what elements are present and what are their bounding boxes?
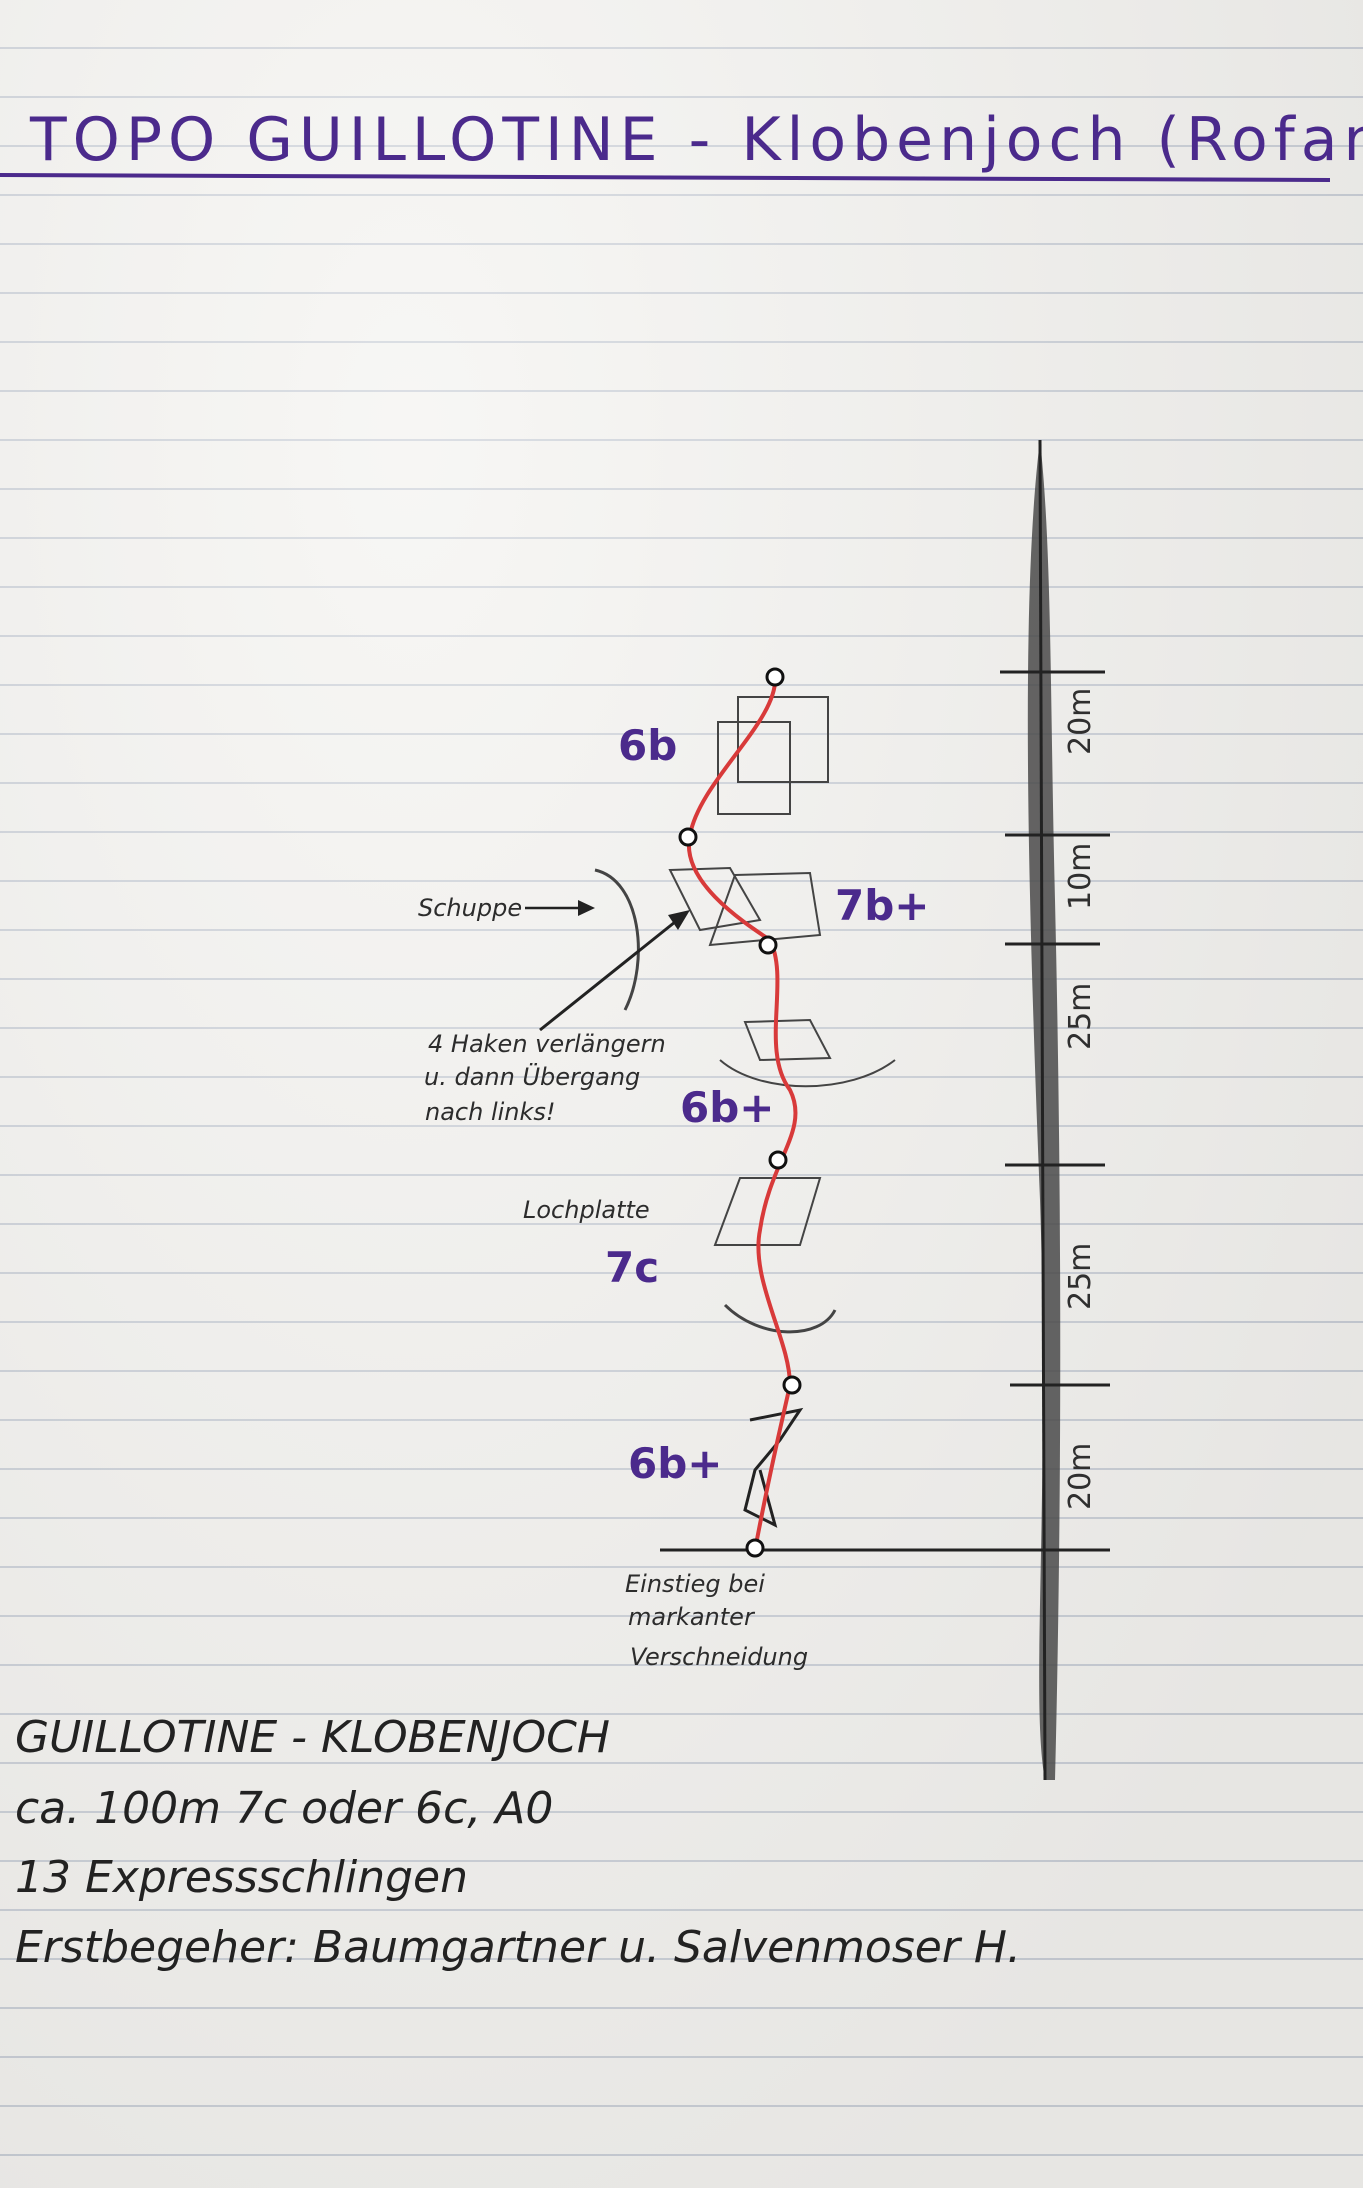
rock-features	[594, 696, 896, 1528]
wall-scale: 20m 10m 25m 25m 20m	[660, 439, 1110, 1781]
grade-pitch-3: 6b+	[680, 1083, 774, 1132]
schuppe-flake	[594, 868, 640, 1011]
belay-5	[782, 1375, 802, 1395]
note-einstieg-line3: Verschneidung	[630, 1643, 808, 1671]
scale-label-3: 25m	[1063, 1243, 1098, 1310]
overhang-1	[719, 1059, 896, 1088]
note-schuppe: Schuppe	[418, 894, 522, 922]
scale-label-1: 10m	[1063, 843, 1098, 910]
belay-1	[765, 667, 785, 687]
summary-line-1: GUILLOTINE - KLOBENJOCH	[15, 1712, 610, 1763]
grade-pitch-5: 6b+	[628, 1439, 722, 1488]
note-haken-line3: nach links!	[425, 1098, 556, 1126]
belays	[678, 667, 802, 1558]
block-2b	[708, 871, 822, 947]
note-einstieg-line2: markanter	[628, 1603, 756, 1631]
arrow-schuppe-head	[578, 900, 595, 916]
belay-3	[758, 935, 778, 955]
summary-line-2: ca. 100m 7c oder 6c, A0	[15, 1783, 553, 1834]
grade-pitch-1: 6b	[618, 721, 677, 770]
page-title: TOPO GUILLOTINE - Klobenjoch (Rofan)	[29, 105, 1363, 175]
note-haken-line1: 4 Haken verlängern	[428, 1030, 666, 1058]
note-einstieg-line1: Einstieg bei	[625, 1570, 765, 1598]
overhang-2	[723, 1303, 837, 1334]
belay-2	[678, 827, 698, 847]
arrow-haken	[539, 916, 681, 1032]
lochplatte-slab	[713, 1177, 822, 1246]
corner-feature	[743, 1407, 804, 1528]
arrow-haken-head	[668, 910, 690, 930]
scale-label-2: 25m	[1063, 983, 1098, 1050]
block-1b	[737, 696, 829, 783]
scale-label-4: 20m	[1063, 1443, 1098, 1510]
summary-line-4: Erstbegeher: Baumgartner u. Salvenmoser …	[15, 1922, 1021, 1973]
scale-label-0: 20m	[1063, 688, 1098, 755]
title-underline	[0, 173, 1331, 182]
belay-4	[768, 1150, 788, 1170]
grade-pitch-4: 7c	[605, 1243, 659, 1292]
belay-start	[745, 1538, 765, 1558]
note-lochplatte: Lochplatte	[523, 1196, 650, 1224]
note-haken-line2: u. dann Übergang	[424, 1062, 640, 1091]
wall-shading	[1027, 440, 1061, 1780]
block-3	[743, 1018, 832, 1062]
block-1a	[717, 721, 791, 815]
summary-line-3: 13 Expressschlingen	[15, 1852, 468, 1903]
wall-line	[1038, 439, 1047, 1781]
grade-pitch-2: 7b+	[835, 881, 929, 930]
